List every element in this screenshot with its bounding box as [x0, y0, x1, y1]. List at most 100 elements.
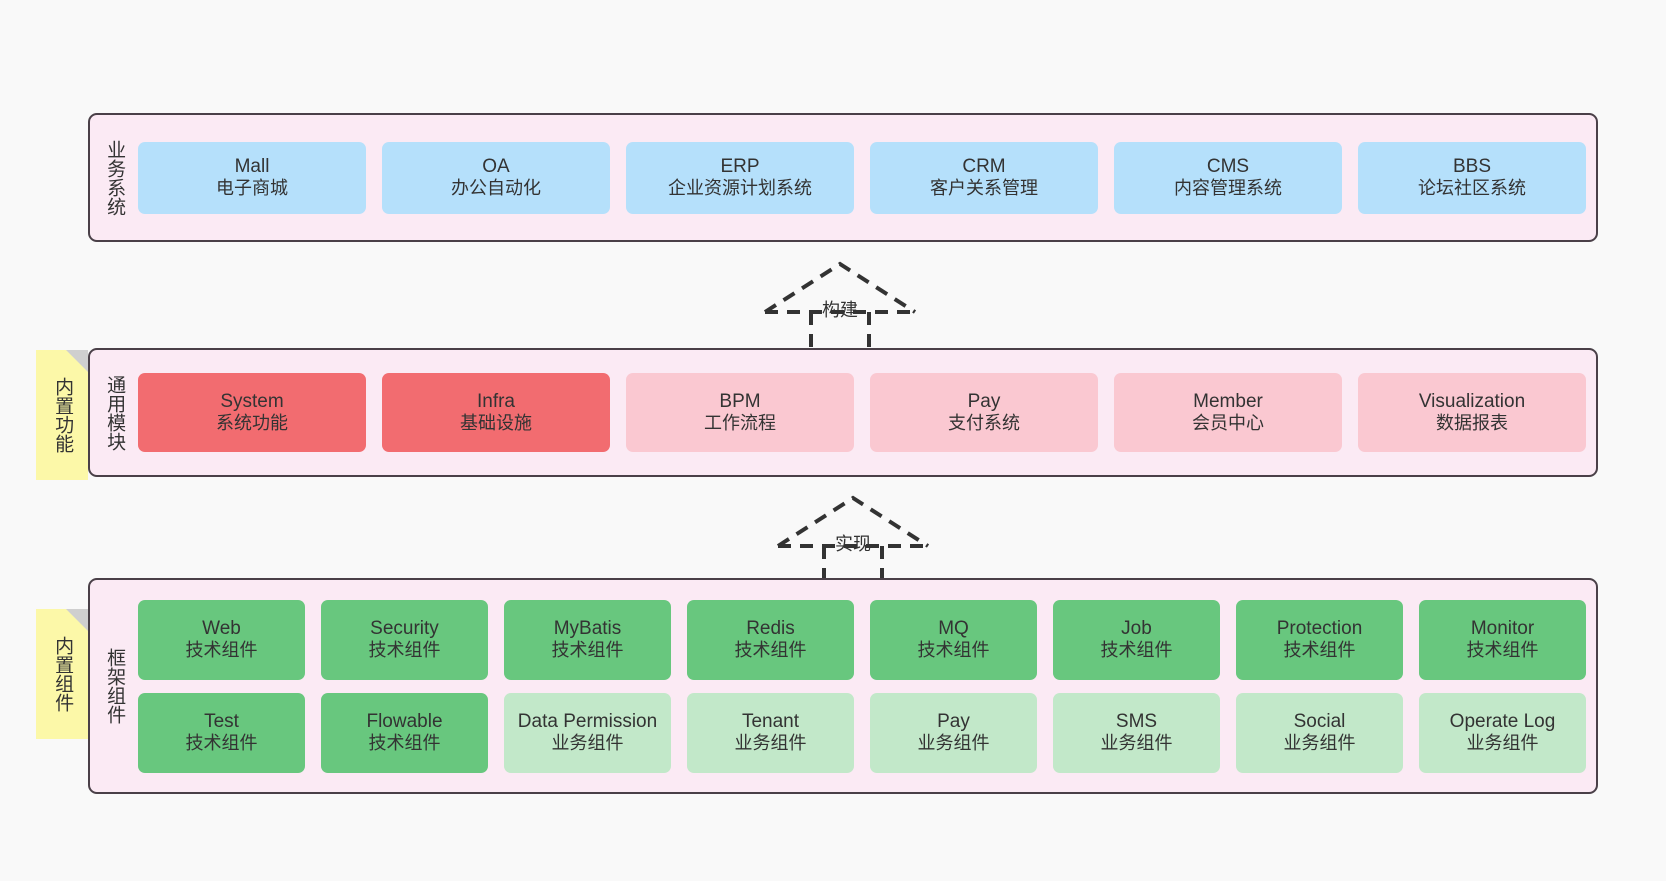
card-title-cn: 业务组件	[1100, 733, 1173, 754]
card-member[interactable]: Member 会员中心	[1114, 373, 1342, 452]
card-title-cn: 业务组件	[734, 733, 807, 754]
card-title-en: MQ	[938, 617, 969, 639]
card-title-en: SMS	[1115, 710, 1158, 732]
card-title-en: Pay	[937, 710, 970, 732]
card-title-en: Web	[202, 617, 241, 639]
card-monitor[interactable]: Monitor 技术组件	[1419, 599, 1586, 680]
layer-title-framework: 框架组件	[104, 648, 126, 724]
card-title-en: BBS	[1452, 155, 1492, 177]
card-title-cn: 系统功能	[216, 413, 288, 434]
card-row: Web 技术组件 Security 技术组件 MyBatis 技术组件 Redi…	[138, 599, 1586, 680]
card-title-en: Protection	[1276, 617, 1363, 639]
card-title-en: CRM	[962, 155, 1006, 177]
card-mq[interactable]: MQ 技术组件	[870, 599, 1037, 680]
card-row: Mall 电子商城 OA 办公自动化 ERP 企业资源计划系统 CRM 客户关系…	[138, 141, 1586, 214]
folded-corner-icon	[66, 350, 88, 372]
card-title-cn: 技术组件	[551, 640, 624, 661]
card-data-permission[interactable]: Data Permission 业务组件	[504, 692, 671, 773]
card-infra[interactable]: Infra 基础设施	[382, 373, 610, 452]
sticky-note-label: 内置组件	[52, 636, 74, 712]
card-social[interactable]: Social 业务组件	[1236, 692, 1403, 773]
card-title-en: Infra	[476, 390, 516, 412]
card-title-cn: 数据报表	[1436, 413, 1508, 434]
card-title-en: Tenant	[741, 710, 800, 732]
card-job[interactable]: Job 技术组件	[1053, 599, 1220, 680]
card-title-en: Security	[370, 617, 439, 639]
card-bbs[interactable]: BBS 论坛社区系统	[1358, 141, 1586, 214]
card-security[interactable]: Security 技术组件	[321, 599, 488, 680]
card-title-cn: 会员中心	[1192, 413, 1264, 434]
card-system[interactable]: System 系统功能	[138, 373, 366, 452]
card-oa[interactable]: OA 办公自动化	[382, 141, 610, 214]
sticky-note-builtin-components: 内置组件	[36, 609, 88, 739]
card-title-en: Mall	[234, 155, 270, 177]
connector-label-implement: 实现	[835, 534, 871, 554]
card-title-en: Operate Log	[1449, 710, 1556, 732]
card-title-cn: 业务组件	[917, 733, 990, 754]
card-row: System 系统功能 Infra 基础设施 BPM 工作流程 Pay 支付系统…	[138, 373, 1586, 452]
card-title-cn: 业务组件	[1283, 733, 1356, 754]
card-erp[interactable]: ERP 企业资源计划系统	[626, 141, 854, 214]
card-web[interactable]: Web 技术组件	[138, 599, 305, 680]
card-title-cn: 技术组件	[1283, 640, 1356, 661]
card-title-en: System	[220, 390, 284, 412]
card-title-cn: 技术组件	[1466, 640, 1539, 661]
layer-business-systems: 业务系统 Mall 电子商城 OA 办公自动化 ERP 企业资源计划系统 CRM…	[88, 113, 1598, 242]
card-title-cn: 基础设施	[460, 413, 532, 434]
card-title-en: MyBatis	[553, 617, 622, 639]
card-title-cn: 技术组件	[368, 733, 441, 754]
layer-body-common: System 系统功能 Infra 基础设施 BPM 工作流程 Pay 支付系统…	[138, 350, 1596, 475]
card-operate-log[interactable]: Operate Log 业务组件	[1419, 692, 1586, 773]
card-title-cn: 企业资源计划系统	[668, 178, 812, 199]
card-title-cn: 办公自动化	[451, 178, 541, 199]
card-title-cn: 技术组件	[1100, 640, 1173, 661]
card-title-en: BPM	[719, 390, 761, 412]
card-redis[interactable]: Redis 技术组件	[687, 599, 854, 680]
card-title-cn: 技术组件	[185, 640, 258, 661]
card-title-en: Pay	[967, 390, 1001, 412]
layer-body-framework: Web 技术组件 Security 技术组件 MyBatis 技术组件 Redi…	[138, 580, 1596, 792]
card-row: Test 技术组件 Flowable 技术组件 Data Permission …	[138, 692, 1586, 773]
card-title-cn: 支付系统	[948, 413, 1020, 434]
card-pay-business[interactable]: Pay 业务组件	[870, 692, 1037, 773]
card-title-en: Flowable	[366, 710, 443, 732]
card-title-en: ERP	[720, 155, 760, 177]
layer-title-business: 业务系统	[104, 139, 126, 216]
card-title-en: Social	[1293, 710, 1346, 732]
card-title-cn: 工作流程	[704, 413, 776, 434]
card-title-cn: 论坛社区系统	[1418, 178, 1526, 199]
connector-implement: 实现	[768, 490, 938, 586]
card-mybatis[interactable]: MyBatis 技术组件	[504, 599, 671, 680]
connector-label-build: 构建	[822, 300, 858, 320]
card-title-cn: 业务组件	[1466, 733, 1539, 754]
card-sms[interactable]: SMS 业务组件	[1053, 692, 1220, 773]
folded-corner-icon	[66, 609, 88, 631]
card-crm[interactable]: CRM 客户关系管理	[870, 141, 1098, 214]
card-title-en: Test	[204, 710, 239, 732]
card-cms[interactable]: CMS 内容管理系统	[1114, 141, 1342, 214]
card-tenant[interactable]: Tenant 业务组件	[687, 692, 854, 773]
card-flowable[interactable]: Flowable 技术组件	[321, 692, 488, 773]
card-title-cn: 技术组件	[917, 640, 990, 661]
card-mall[interactable]: Mall 电子商城	[138, 141, 366, 214]
card-title-en: CMS	[1206, 155, 1250, 177]
card-title-cn: 内容管理系统	[1174, 178, 1282, 199]
card-title-en: Member	[1193, 390, 1263, 412]
card-visualization[interactable]: Visualization 数据报表	[1358, 373, 1586, 452]
sticky-note-builtin-features: 内置功能	[36, 350, 88, 480]
connector-build: 构建	[755, 256, 925, 352]
card-test[interactable]: Test 技术组件	[138, 692, 305, 773]
layer-body-business: Mall 电子商城 OA 办公自动化 ERP 企业资源计划系统 CRM 客户关系…	[138, 115, 1596, 240]
card-title-en: OA	[482, 155, 510, 177]
sticky-note-label: 内置功能	[52, 377, 74, 453]
card-protection[interactable]: Protection 技术组件	[1236, 599, 1403, 680]
card-title-cn: 客户关系管理	[930, 178, 1038, 199]
card-bpm[interactable]: BPM 工作流程	[626, 373, 854, 452]
card-title-cn: 业务组件	[551, 733, 624, 754]
card-title-cn: 技术组件	[185, 733, 258, 754]
layer-framework-components: 框架组件 Web 技术组件 Security 技术组件 MyBatis 技术组件…	[88, 578, 1598, 794]
card-title-en: Visualization	[1418, 390, 1526, 412]
card-title-cn: 电子商城	[216, 178, 288, 199]
card-pay[interactable]: Pay 支付系统	[870, 373, 1098, 452]
